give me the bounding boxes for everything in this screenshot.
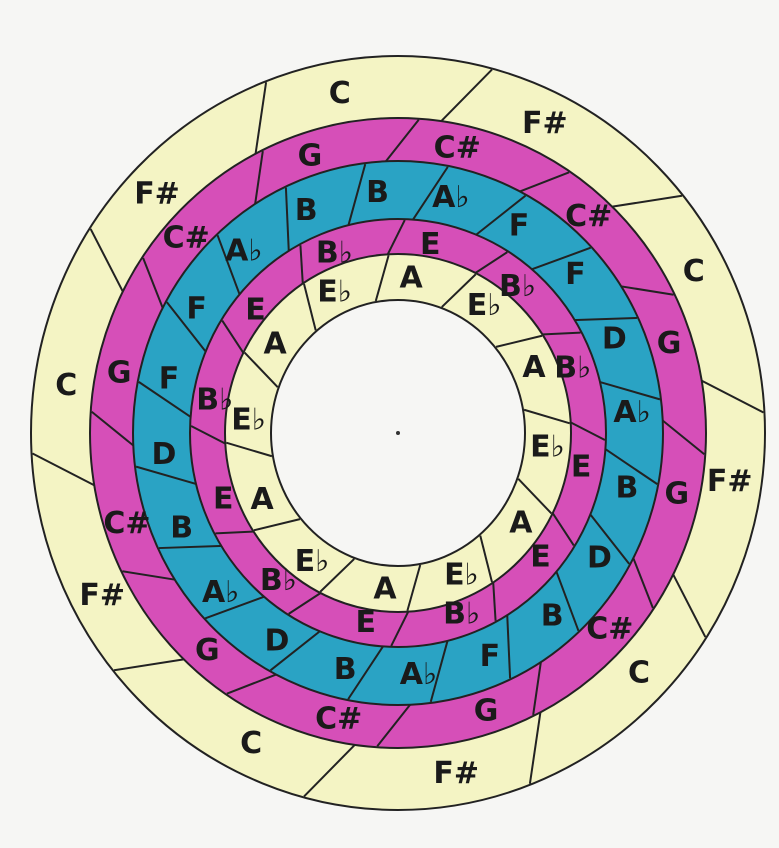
magenta-inner-ring-note-label: E [213, 482, 234, 517]
magenta-ring-note-label: G [195, 633, 220, 668]
outer-ring-note-label: C [55, 368, 77, 403]
magenta-inner-ring-note-label: B♭ [316, 236, 353, 271]
center-dot [396, 431, 400, 435]
outer-ring-note-label: C [683, 254, 705, 289]
blue-ring-note-label: F [186, 291, 207, 326]
blue-ring-note-label: F [565, 257, 586, 292]
blue-ring-note-label: A♭ [432, 180, 469, 215]
magenta-ring-note-label: G [657, 326, 682, 361]
magenta-ring-note-label: G [298, 138, 323, 173]
inner-ring-note-label: E♭ [295, 544, 330, 579]
magenta-inner-ring-note-label: E [571, 449, 592, 484]
blue-ring-note-label: F [509, 209, 530, 244]
blue-ring-note-label: B [541, 599, 564, 634]
blue-ring-note-label: B [366, 175, 389, 210]
outer-ring-note-label: F# [79, 578, 125, 613]
outer-ring-note-label: C [329, 76, 351, 111]
outer-ring-note-label: F# [707, 464, 753, 499]
outer-ring-note-label: C [628, 656, 650, 691]
blue-ring-note-label: D [587, 541, 612, 576]
magenta-ring-note-label: C# [565, 199, 612, 234]
blue-ring-note-label: B [170, 511, 193, 546]
outer-ring-note-label: C [240, 726, 262, 761]
inner-ring-note-label: E♭ [530, 430, 565, 465]
magenta-inner-ring-note-label: B♭ [260, 563, 297, 598]
magenta-ring-note-label: G [474, 694, 499, 729]
blue-ring-note-label: B [295, 193, 318, 228]
magenta-ring-note-label: C# [103, 506, 150, 541]
outer-ring-note-label: F# [433, 756, 479, 791]
blue-ring-note-label: B [334, 652, 357, 687]
magenta-inner-ring-note-label: E [245, 293, 266, 328]
blue-ring-note-label: F [159, 362, 180, 397]
magenta-ring-note-label: G [107, 355, 132, 390]
inner-ring-note-label: A [509, 505, 533, 540]
magenta-inner-ring-note-label: E [530, 539, 551, 574]
magenta-inner-ring-note-label: E [420, 227, 441, 262]
magenta-inner-ring-note-label: B♭ [196, 383, 233, 418]
inner-ring-note-label: E♭ [231, 402, 266, 437]
magenta-ring-note-label: C# [163, 221, 210, 256]
inner-ring-note-label: A [522, 350, 546, 385]
magenta-ring-note-label: C# [315, 702, 362, 737]
blue-ring-note-label: A♭ [202, 575, 239, 610]
inner-ring-note-label: E♭ [317, 275, 352, 310]
blue-ring-note-label: D [602, 321, 627, 356]
outer-ring-note-label: F# [134, 176, 180, 211]
blue-ring-note-label: D [265, 623, 290, 658]
magenta-inner-ring-note-label: E [355, 605, 376, 640]
inner-ring-note-label: A [264, 327, 288, 362]
magenta-ring-note-label: G [664, 477, 689, 512]
blue-ring-note-label: F [480, 639, 501, 674]
blue-ring-note-label: A♭ [225, 233, 262, 268]
blue-ring-note-label: A♭ [400, 657, 437, 692]
blue-ring-note-label: A♭ [613, 395, 650, 430]
inner-ring-note-label: E♭ [467, 288, 502, 323]
inner-ring-note-label: A [250, 482, 274, 517]
magenta-ring-note-label: C# [434, 130, 481, 165]
outer-ring-note-label: F# [522, 106, 568, 141]
magenta-ring-note-label: C# [586, 611, 633, 646]
magenta-inner-ring-note-label: B♭ [554, 350, 591, 385]
magenta-inner-ring-note-label: B♭ [499, 269, 536, 304]
inner-ring-note-label: A [399, 261, 423, 296]
blue-ring-note-label: D [151, 437, 176, 472]
inner-ring-note-label: A [373, 571, 397, 606]
magenta-inner-ring-note-label: B♭ [443, 596, 480, 631]
blue-ring-note-label: B [616, 470, 639, 505]
inner-ring-note-label: E♭ [444, 557, 479, 592]
